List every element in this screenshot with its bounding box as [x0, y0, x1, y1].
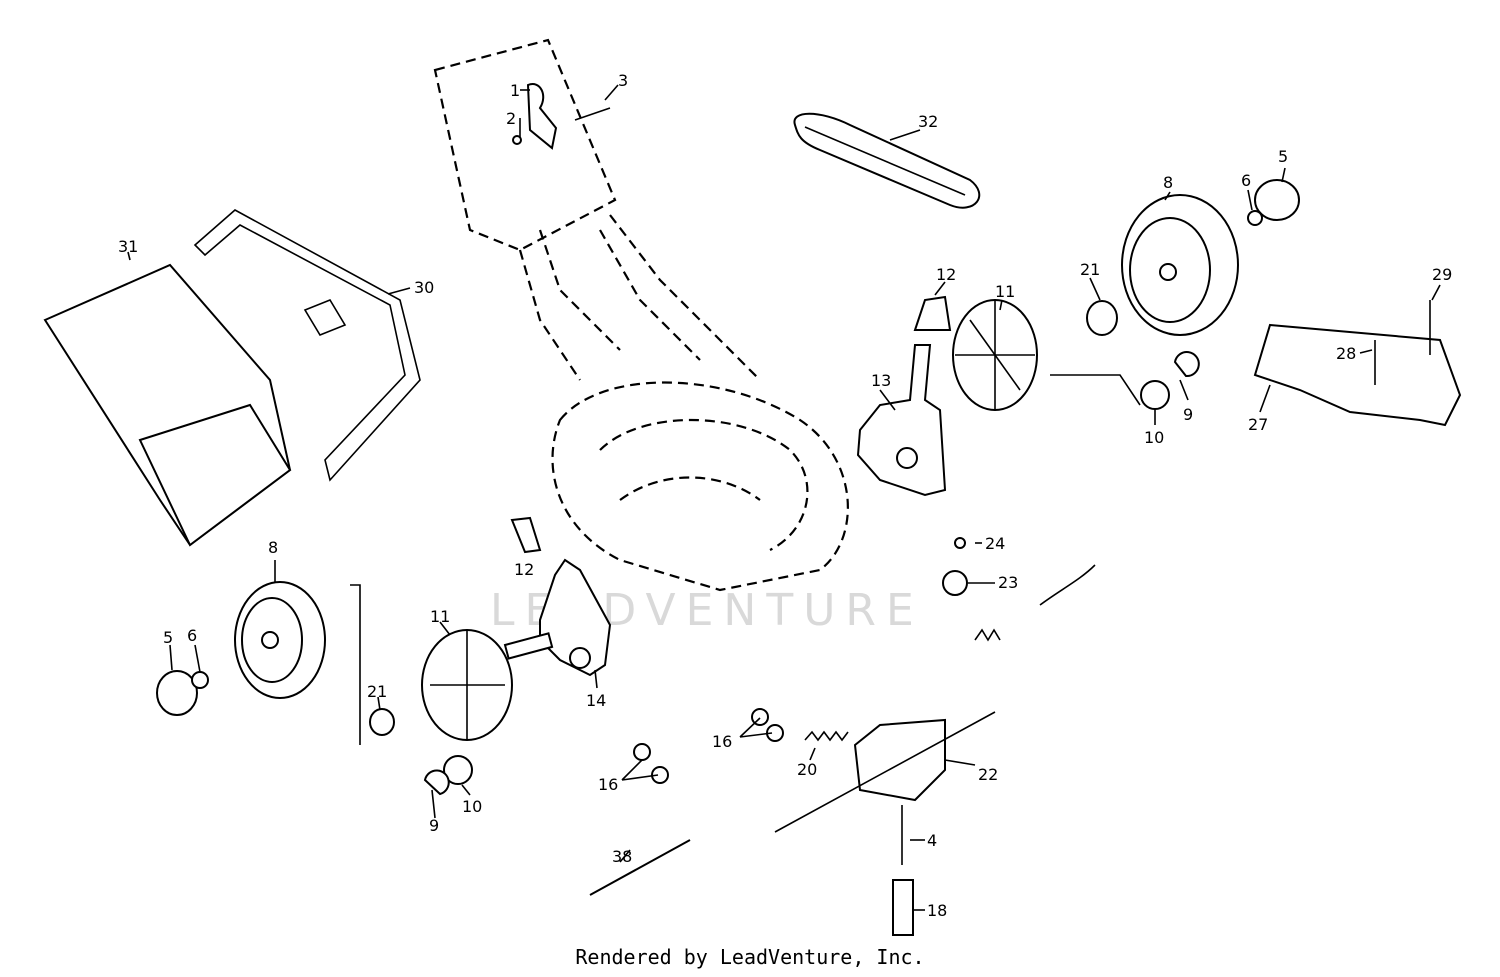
- callout-16-a: 16: [598, 775, 618, 794]
- credit-line: Rendered by LeadVenture, Inc.: [575, 945, 925, 969]
- hub-cap-right: [1247, 179, 1300, 226]
- callout-8: 8: [1163, 173, 1173, 192]
- callout-6-left: 6: [187, 626, 197, 645]
- callout-22: 22: [978, 765, 998, 784]
- height-adjuster-left: [503, 558, 612, 677]
- axle-cover-left: [510, 516, 542, 554]
- callout-21: 21: [1080, 260, 1100, 279]
- callout-31: 31: [118, 237, 138, 256]
- left-rear-wheel: [234, 581, 326, 699]
- callout-10-left: 10: [462, 797, 482, 816]
- callout-12: 12: [936, 265, 956, 284]
- callout-27: 27: [1248, 415, 1268, 434]
- callout-30: 30: [414, 278, 434, 297]
- axle-cover-right: [913, 295, 952, 331]
- callouts: 1 2 3 32 31 30 8 6 5 12 11 21 29 28 27 1…: [118, 71, 1452, 920]
- callout-23: 23: [998, 573, 1018, 592]
- callout-3: 3: [618, 71, 628, 90]
- leader-lines: [127, 84, 1441, 911]
- callout-1: 1: [510, 81, 520, 100]
- handle-outline: [433, 38, 761, 381]
- callout-11-left: 11: [430, 607, 450, 626]
- washer-21-left: [369, 708, 395, 736]
- right-drive-plate: [952, 299, 1038, 411]
- washer-21-right: [1086, 300, 1118, 336]
- rod-38: [589, 839, 691, 896]
- hub-cap-left: [156, 670, 198, 716]
- nut-6-left: [191, 671, 209, 689]
- callout-8-left: 8: [268, 538, 278, 557]
- callout-14: 14: [586, 691, 606, 710]
- callout-38: 38: [612, 847, 632, 866]
- height-adjuster-right: [856, 344, 947, 497]
- callout-20: 20: [797, 760, 817, 779]
- left-drive-plate: [421, 629, 513, 741]
- callout-5: 5: [1278, 147, 1288, 166]
- right-rear-wheel: [1121, 194, 1239, 336]
- callout-2: 2: [506, 109, 516, 128]
- nut-16a: [633, 743, 651, 761]
- callout-32: 32: [918, 112, 938, 131]
- callout-16-b: 16: [712, 732, 732, 751]
- drive-cable: [1039, 564, 1096, 606]
- bag-frame: [193, 209, 421, 482]
- deck-outline: [551, 381, 849, 592]
- rear-skirt: [1253, 300, 1462, 427]
- callout-13: 13: [871, 371, 891, 390]
- spring-18: [892, 879, 914, 936]
- pinion-gear-right: [1140, 351, 1200, 410]
- callout-9-left: 9: [429, 816, 439, 835]
- callout-9: 9: [1183, 405, 1193, 424]
- callout-5-left: 5: [163, 628, 173, 647]
- callout-29: 29: [1432, 265, 1452, 284]
- spring-cable: [974, 628, 1001, 642]
- grass-bag: [43, 263, 292, 547]
- pinion-gear-left: [423, 755, 473, 796]
- callout-4: 4: [927, 831, 937, 850]
- callout-28: 28: [1336, 344, 1356, 363]
- transmission: [774, 537, 996, 833]
- callout-10: 10: [1144, 428, 1164, 447]
- control-lever: [512, 83, 611, 150]
- callout-12-left: 12: [514, 560, 534, 579]
- drive-belt: [793, 112, 981, 209]
- callout-6: 6: [1241, 171, 1251, 190]
- nut-16b: [651, 766, 669, 784]
- callout-18: 18: [927, 901, 947, 920]
- callout-24: 24: [985, 534, 1005, 553]
- callout-21-left: 21: [367, 682, 387, 701]
- callout-11: 11: [995, 282, 1015, 301]
- spring-20: [804, 730, 849, 742]
